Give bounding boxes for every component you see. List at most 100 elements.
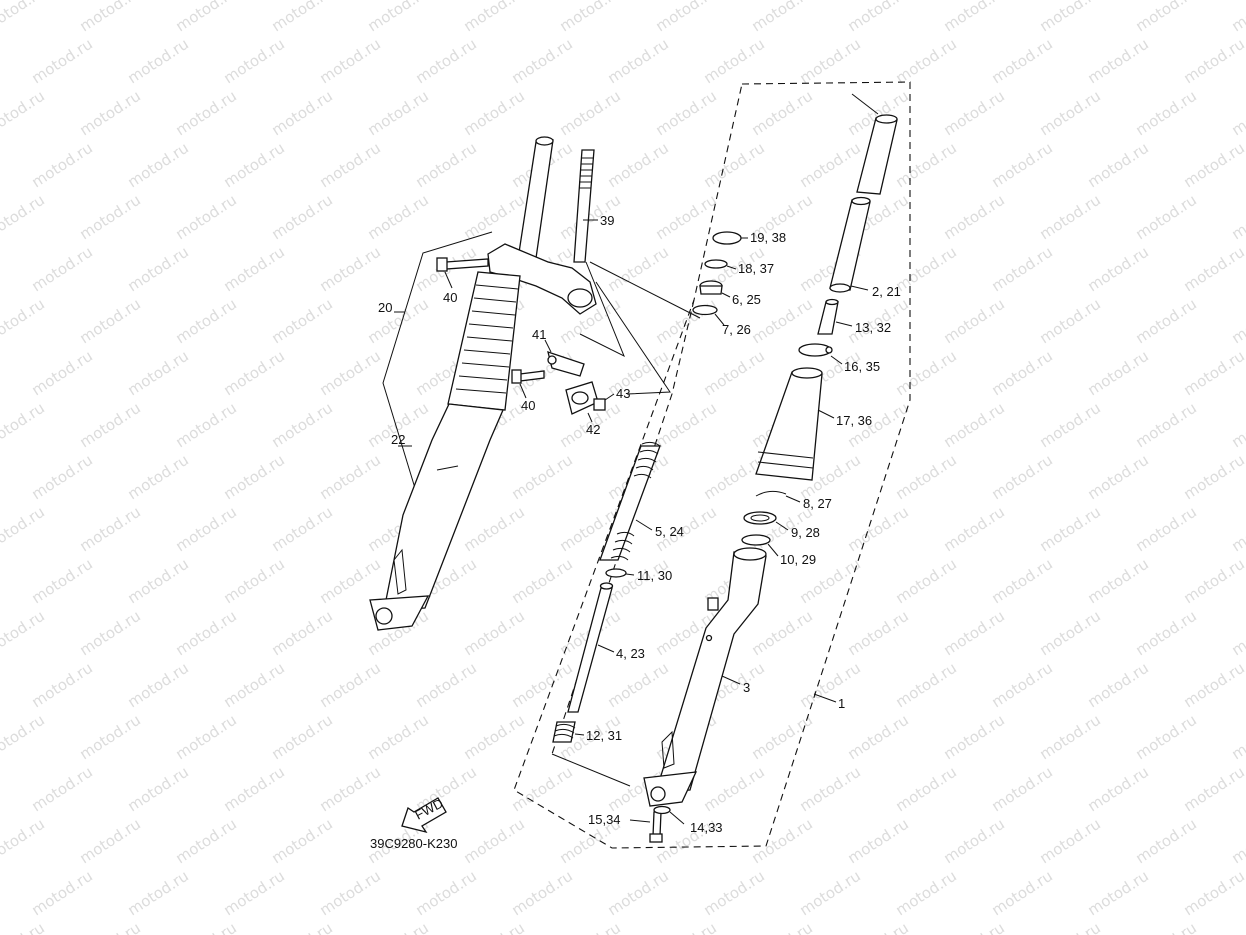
watermark-text: motod.ru [892, 35, 960, 88]
watermark-text: motod.ru [1084, 867, 1152, 920]
watermark-text: motod.ru [700, 867, 768, 920]
leader-17 [817, 409, 835, 419]
leader-18 [726, 265, 737, 270]
callout-12-31: 12, 31 [586, 728, 622, 743]
watermark-text: motod.ru [556, 87, 624, 140]
watermark-text: motod.ru [0, 191, 48, 244]
watermark-text: motod.ru [748, 607, 816, 660]
watermark-text: motod.ru [268, 815, 336, 868]
watermark-text: motod.ru [1228, 711, 1246, 764]
watermark-text: motod.ru [988, 763, 1056, 816]
watermark-text: motod.ru [1036, 87, 1104, 140]
bracket-group-line [579, 261, 625, 358]
watermark-text: motod.ru [220, 243, 288, 296]
watermark-text: motod.ru [844, 815, 912, 868]
watermark-text: motod.ru [316, 139, 384, 192]
watermark-text: motod.ru [796, 659, 864, 712]
outer-tube-3-hole [705, 634, 713, 642]
watermark-text: motod.ru [460, 0, 528, 35]
bolt-40-lower-head [511, 369, 522, 384]
callout-19-38: 19, 38 [750, 230, 786, 245]
watermark-text: motod.ru [508, 867, 576, 920]
watermark-text: motod.ru [220, 555, 288, 608]
watermark-text: motod.ru [268, 0, 336, 35]
watermark-text: motod.ru [364, 919, 432, 935]
outer-tube-3-lug [707, 597, 719, 611]
diagram-code: 39C9280-K230 [370, 836, 457, 851]
watermark-text: motod.ru [1180, 451, 1246, 504]
watermark-text: motod.ru [220, 867, 288, 920]
watermark-text: motod.ru [316, 659, 384, 712]
inner-tube-bottom [829, 283, 851, 293]
watermark-text: motod.ru [700, 35, 768, 88]
oil-seal-9 [743, 511, 777, 525]
callout-42: 42 [586, 422, 600, 437]
piston-13-top [825, 298, 839, 306]
watermark-text: motod.ru [1084, 347, 1152, 400]
callout-11-30: 11, 30 [637, 568, 672, 583]
watermark-text: motod.ru [172, 87, 240, 140]
watermark-text: motod.ru [1084, 555, 1152, 608]
watermark-text: motod.ru [604, 867, 672, 920]
watermark-text: motod.ru [700, 347, 768, 400]
watermark-text: motod.ru [124, 347, 192, 400]
group-bracket-20 [382, 231, 493, 499]
watermark-text: motod.ru [76, 399, 144, 452]
watermark-text: motod.ru [76, 0, 144, 35]
watermark-text: motod.ru [940, 191, 1008, 244]
fwd-arrow-icon [401, 797, 447, 834]
callout-9-28: 9, 28 [791, 525, 820, 540]
watermark-text: motod.ru [220, 35, 288, 88]
callout-3: 3 [743, 680, 750, 695]
leader-2 [850, 285, 869, 291]
watermark-text: motod.ru [124, 243, 192, 296]
watermark-text: motod.ru [268, 191, 336, 244]
watermark-text: motod.ru [172, 919, 240, 935]
assembled-fork [369, 136, 598, 631]
watermark-text: motod.ru [892, 555, 960, 608]
watermark-text: motod.ru [124, 35, 192, 88]
steering-stem [573, 149, 595, 263]
leader-3 [721, 675, 741, 685]
watermark-text: motod.ru [988, 243, 1056, 296]
watermark-text: motod.ru [604, 139, 672, 192]
watermark-text: motod.ru [604, 243, 672, 296]
watermark-text: motod.ru [940, 815, 1008, 868]
watermark-text: motod.ru [364, 191, 432, 244]
guide-line [589, 261, 701, 319]
leader-1 [813, 693, 837, 703]
oil-seal-9-inner [750, 514, 770, 522]
watermark-text: motod.ru [172, 295, 240, 348]
outer-tube-ring [436, 465, 459, 471]
leader-42 [587, 412, 593, 423]
watermark-text: motod.ru [748, 0, 816, 35]
exploded-fork [513, 81, 911, 849]
watermark-text: motod.ru [556, 919, 624, 935]
leader-14 [669, 811, 685, 825]
watermark-text: motod.ru [1132, 0, 1200, 35]
watermark-text: motod.ru [1132, 815, 1200, 868]
clamp-16-screw [825, 346, 833, 354]
watermark-text: motod.ru [892, 139, 960, 192]
watermark-text: motod.ru [652, 0, 720, 35]
watermark-text: motod.ru [1180, 35, 1246, 88]
watermark-text: motod.ru [556, 0, 624, 35]
watermark-text: motod.ru [1036, 815, 1104, 868]
watermark-text: motod.ru [940, 0, 1008, 35]
watermark-text: motod.ru [892, 451, 960, 504]
watermark-text: motod.ru [76, 295, 144, 348]
watermark-text: motod.ru [316, 35, 384, 88]
drain-bolt-15 [652, 811, 662, 837]
leader-41 [544, 339, 552, 353]
axle-slot [393, 548, 407, 595]
axle-hole [375, 607, 393, 625]
watermark-text: motod.ru [268, 607, 336, 660]
watermark-text: motod.ru [268, 919, 336, 935]
watermark-text: motod.ru [460, 503, 528, 556]
watermark-text: motod.ru [1228, 815, 1246, 868]
watermark-text: motod.ru [124, 555, 192, 608]
watermark-text: motod.ru [316, 867, 384, 920]
watermark-text: motod.ru [268, 711, 336, 764]
watermark-text: motod.ru [124, 451, 192, 504]
